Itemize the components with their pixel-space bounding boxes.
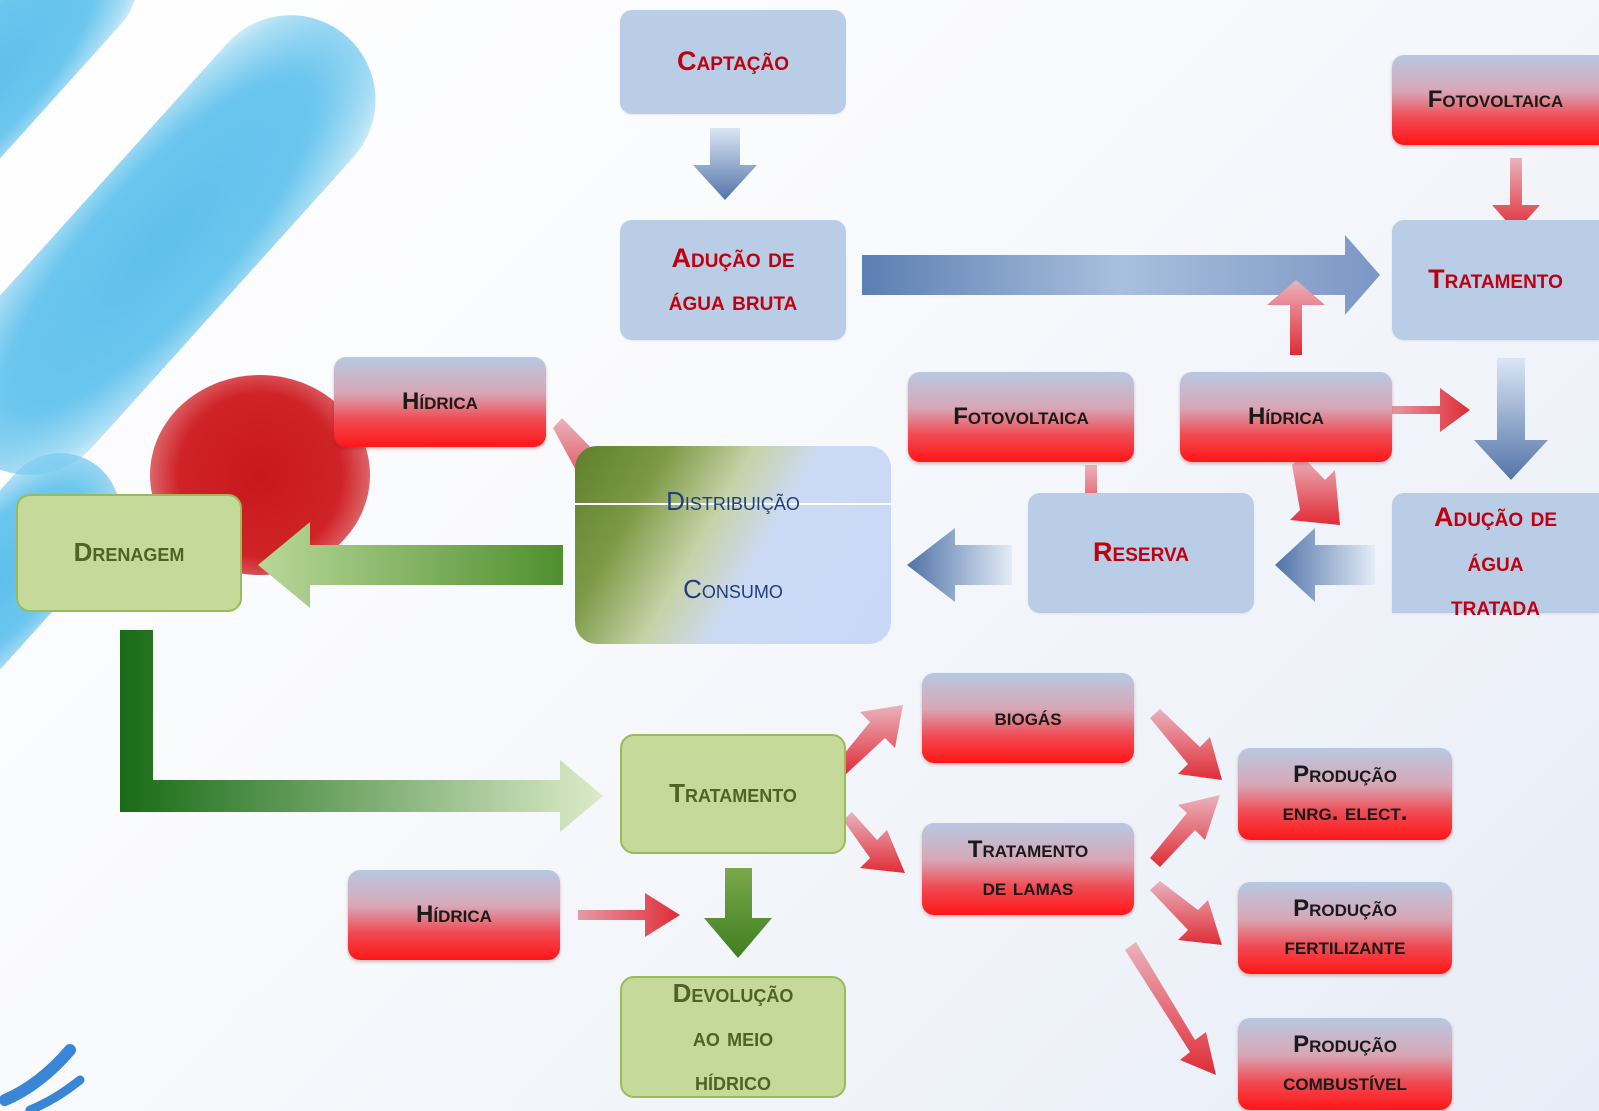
node-tratamento-agua: Tratamento xyxy=(1392,220,1599,340)
node-label: Produção xyxy=(1293,760,1397,788)
node-producao-fertilizante: Produção fertilizante xyxy=(1238,882,1452,974)
node-label: biogás xyxy=(994,703,1062,731)
arrow-hidrica-reserva xyxy=(1290,456,1340,525)
node-label-distribuicao: Distribuição xyxy=(666,486,800,516)
node-label: Adução de xyxy=(1433,502,1558,532)
logo-swoosh-icon xyxy=(0,1044,85,1111)
node-drenagem: Drenagem xyxy=(16,494,242,612)
arrow-captacao-aducao xyxy=(693,128,757,200)
arrow-lamas-fertilizante xyxy=(1150,881,1222,945)
node-producao-combustivel: Produção combustível xyxy=(1238,1018,1452,1110)
node-label: Captação xyxy=(676,46,790,77)
node-devolucao: Devolução ao meio hídrico xyxy=(620,976,846,1098)
node-label: Reserva xyxy=(1093,537,1189,568)
node-fotovoltaica-mid: Fotovoltaica xyxy=(908,372,1134,462)
arrow-fotovoltaica-tratamento xyxy=(1492,158,1540,232)
node-label: de lamas xyxy=(982,874,1074,901)
node-reserva: Reserva xyxy=(1028,493,1254,613)
node-label: Devolução xyxy=(672,977,794,1008)
arrow-reserva-distribuicao xyxy=(907,528,1012,602)
node-label: água xyxy=(1467,546,1524,577)
arrow-hidrica-tratamento xyxy=(1267,280,1325,355)
node-biogas: biogás xyxy=(922,673,1134,763)
node-label: tratada xyxy=(1451,591,1540,622)
node-label: Adução de xyxy=(671,242,795,273)
node-label: água bruta xyxy=(668,286,798,316)
arrow-lamas-energia xyxy=(1150,795,1220,867)
arrow-tratamento-lamas xyxy=(843,812,905,873)
node-label: fertilizante xyxy=(1284,933,1406,960)
node-label: Fotovoltaica xyxy=(1427,85,1564,113)
arrow-hidrica-devolucao xyxy=(578,893,680,937)
arrow-aducao-reserva xyxy=(1275,528,1375,602)
node-hidrica-bottom: Hídrica xyxy=(348,870,560,960)
node-label: hídrico xyxy=(695,1066,771,1097)
node-aducao-agua-tratada: Adução de água tratada xyxy=(1392,493,1599,621)
arrow-aducao-tratamento xyxy=(862,235,1380,315)
node-label-consumo: Consumo xyxy=(683,574,783,604)
node-label: enrg. elect. xyxy=(1282,799,1408,826)
node-distribuicao-consumo: Distribuição Consumo xyxy=(575,446,891,644)
node-label: ao meio xyxy=(692,1021,774,1052)
divider-line xyxy=(575,503,891,505)
node-label: Hídrica xyxy=(1248,402,1324,430)
node-label: Hídrica xyxy=(402,387,478,415)
node-producao-energia: Produção enrg. elect. xyxy=(1238,748,1452,840)
node-label: Tratamento xyxy=(1428,264,1563,295)
node-hidrica-left: Hídrica xyxy=(334,357,546,447)
node-label: Tratamento xyxy=(669,778,797,809)
node-hidrica-mid: Hídrica xyxy=(1180,372,1392,462)
arrow-biogas-energia xyxy=(1150,709,1222,780)
node-tratamento-lamas: Tratamento de lamas xyxy=(922,823,1134,915)
node-captacao: Captação xyxy=(620,10,846,114)
node-label: Produção xyxy=(1293,1030,1397,1058)
arrow-hidrica-aducao xyxy=(1390,388,1470,432)
node-label: Produção xyxy=(1293,894,1397,922)
node-label: Hídrica xyxy=(416,900,492,928)
node-label: Tratamento xyxy=(967,835,1089,863)
node-label: Fotovoltaica xyxy=(953,402,1089,430)
arrow-tratamento-biogas xyxy=(835,705,903,775)
node-aducao-agua-bruta: Adução de água bruta xyxy=(620,220,846,340)
node-tratamento-residual: Tratamento xyxy=(620,734,846,854)
node-label: Drenagem xyxy=(73,537,185,568)
arrow-lamas-combustivel xyxy=(1125,942,1216,1075)
arrow-consumo-drenagem xyxy=(258,522,563,608)
arrow-tratamento-devolucao xyxy=(704,868,772,958)
arrow-drenagem-tratamento xyxy=(120,630,603,832)
node-fotovoltaica-top: Fotovoltaica xyxy=(1392,55,1599,145)
node-label: combustível xyxy=(1283,1069,1407,1096)
arrow-tratamento-aducao-tratada xyxy=(1474,358,1548,480)
